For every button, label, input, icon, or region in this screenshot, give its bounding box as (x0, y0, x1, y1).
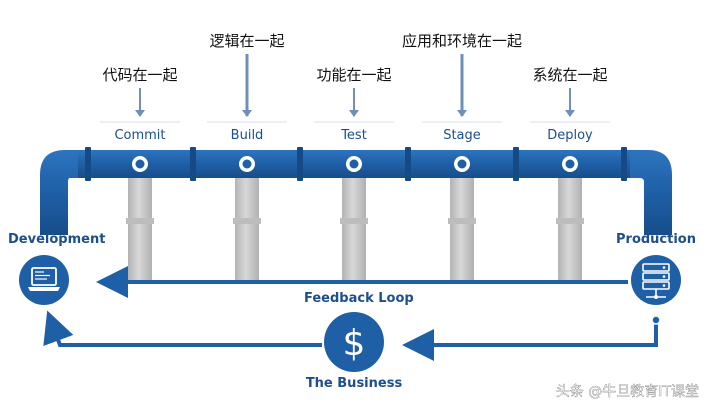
business-return-path (402, 318, 658, 361)
pipeline (40, 147, 672, 235)
support-columns (126, 178, 584, 282)
business-label: The Business (306, 376, 403, 391)
watermark-text: 头条 @牛旦教育IT课堂 (556, 383, 699, 400)
annotation-stage: 应用和环境在一起 (402, 32, 522, 50)
feedback-label: Feedback Loop (304, 291, 414, 306)
annotation-arrowhead-commit (135, 110, 145, 117)
annotation-arrowhead-build (242, 110, 252, 117)
annotation-commit: 代码在一起 (102, 66, 177, 84)
watermark: 头条 @牛旦教育IT课堂 (556, 383, 699, 400)
stage-label-commit: Commit (114, 128, 165, 143)
pipe-valves (132, 156, 578, 172)
feedback-loop: Feedback Loop (96, 266, 628, 306)
dollar-icon-circle (324, 312, 384, 372)
column-commit (128, 178, 152, 282)
column-band-commit (126, 218, 154, 224)
stage-label-deploy: Deploy (547, 128, 593, 143)
business-to-dev-path (43, 310, 322, 347)
pipe-joint (513, 147, 519, 181)
server-stack-icon (642, 263, 670, 299)
column-deploy (558, 178, 582, 282)
laptop-icon-circle (19, 255, 69, 305)
pipe-joint (405, 147, 411, 181)
annotation-test: 功能在一起 (316, 66, 391, 84)
development-label: Development (8, 232, 105, 247)
pipe-joint (621, 147, 627, 181)
pipe-right-elbow (630, 150, 672, 235)
valve-core-build (242, 159, 252, 169)
business-loop: $ The Business (43, 310, 661, 391)
valve-core-test (349, 159, 359, 169)
annotation-build: 逻辑在一起 (209, 32, 284, 50)
stage-labels: Commit 代码在一起 Build 逻辑在一起 Test 功能在一起 Stage 应用和环境… (100, 32, 610, 143)
pipe-joint (297, 147, 303, 181)
laptop-icon (28, 267, 60, 291)
valve-core-commit (135, 159, 145, 169)
stage-label-stage: Stage (443, 128, 481, 143)
stage-label-build: Build (231, 128, 264, 143)
column-test (342, 178, 366, 282)
column-band-stage (448, 218, 476, 224)
annotation-arrowhead-stage (457, 110, 467, 117)
column-build (235, 178, 259, 282)
valve-core-deploy (565, 159, 575, 169)
stage-label-test: Test (340, 128, 367, 143)
development-node: Development (8, 232, 105, 305)
annotation-arrowhead-deploy (565, 110, 575, 117)
column-band-build (233, 218, 261, 224)
annotation-arrowhead-test (349, 110, 359, 117)
annotation-deploy: 系统在一起 (532, 66, 607, 84)
pipe-joint (85, 147, 91, 181)
pipe-left-elbow (40, 150, 90, 235)
pipe-joint (190, 147, 196, 181)
production-node: Production (616, 232, 696, 305)
pipe-joints (85, 147, 627, 181)
column-stage (450, 178, 474, 282)
column-band-test (340, 218, 368, 224)
production-label: Production (616, 232, 696, 247)
valve-core-stage (457, 159, 467, 169)
column-band-deploy (556, 218, 584, 224)
dollar-icon: $ (343, 323, 366, 364)
